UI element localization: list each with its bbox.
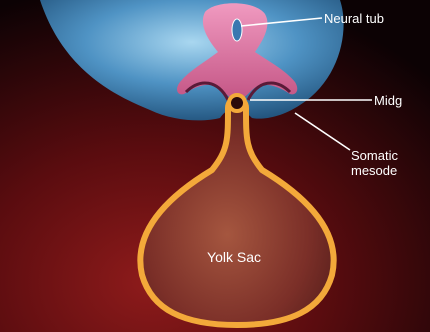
label-somatic-line2: mesode <box>351 163 397 178</box>
label-midgut: Midg <box>374 93 402 108</box>
midgut-opening <box>229 95 245 111</box>
neural-tube-lumen <box>232 19 242 41</box>
label-neural-tube: Neural tub <box>324 11 384 26</box>
label-yolk-sac: Yolk Sac <box>207 249 261 265</box>
label-somatic-line1: Somatic <box>351 148 398 163</box>
